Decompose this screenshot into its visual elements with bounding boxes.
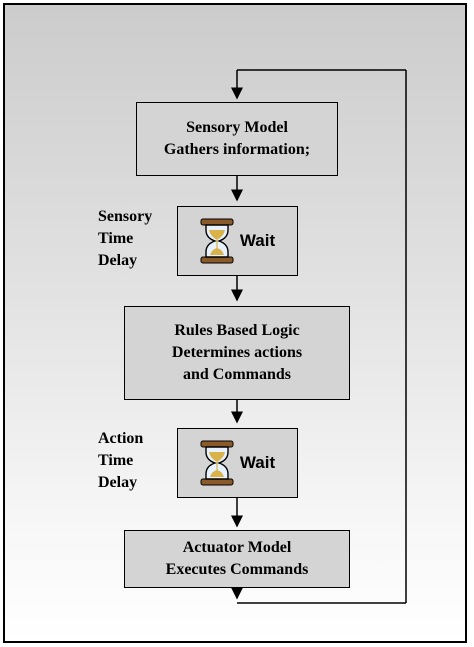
rules-logic-desc-1: Determines actions [171,344,303,361]
actuator-model-box: Actuator Model Executes Commands [124,530,350,588]
action-delay-line3: Delay [98,474,138,491]
action-delay-line1: Action [98,430,144,447]
rules-logic-box: Rules Based Logic Determines actions and… [124,306,350,400]
sensory-model-desc: Gathers information; [163,141,311,158]
sensory-delay-line2: Time [98,230,134,247]
sensory-delay-line1: Sensory [98,208,153,225]
actuator-model-desc: Executes Commands [165,561,309,578]
rules-logic-title: Rules Based Logic [174,322,300,339]
action-delay-label: Action Time Delay [98,428,143,494]
sensory-model-box: Sensory Model Gathers information; [136,102,338,176]
sensory-delay-label: Sensory Time Delay [98,206,152,272]
hourglass-icon [200,440,234,486]
sensory-wait-box: Wait [177,206,298,276]
sensory-delay-line3: Delay [98,252,138,269]
rules-logic-desc-2: and Commands [182,366,292,383]
hourglass-icon [200,218,234,264]
actuator-model-title: Actuator Model [182,539,292,556]
action-delay-line2: Time [98,452,134,469]
action-wait-label: Wait [239,453,276,472]
action-wait-box: Wait [177,428,298,498]
sensory-wait-label: Wait [239,231,276,250]
sensory-model-title: Sensory Model [186,119,288,136]
